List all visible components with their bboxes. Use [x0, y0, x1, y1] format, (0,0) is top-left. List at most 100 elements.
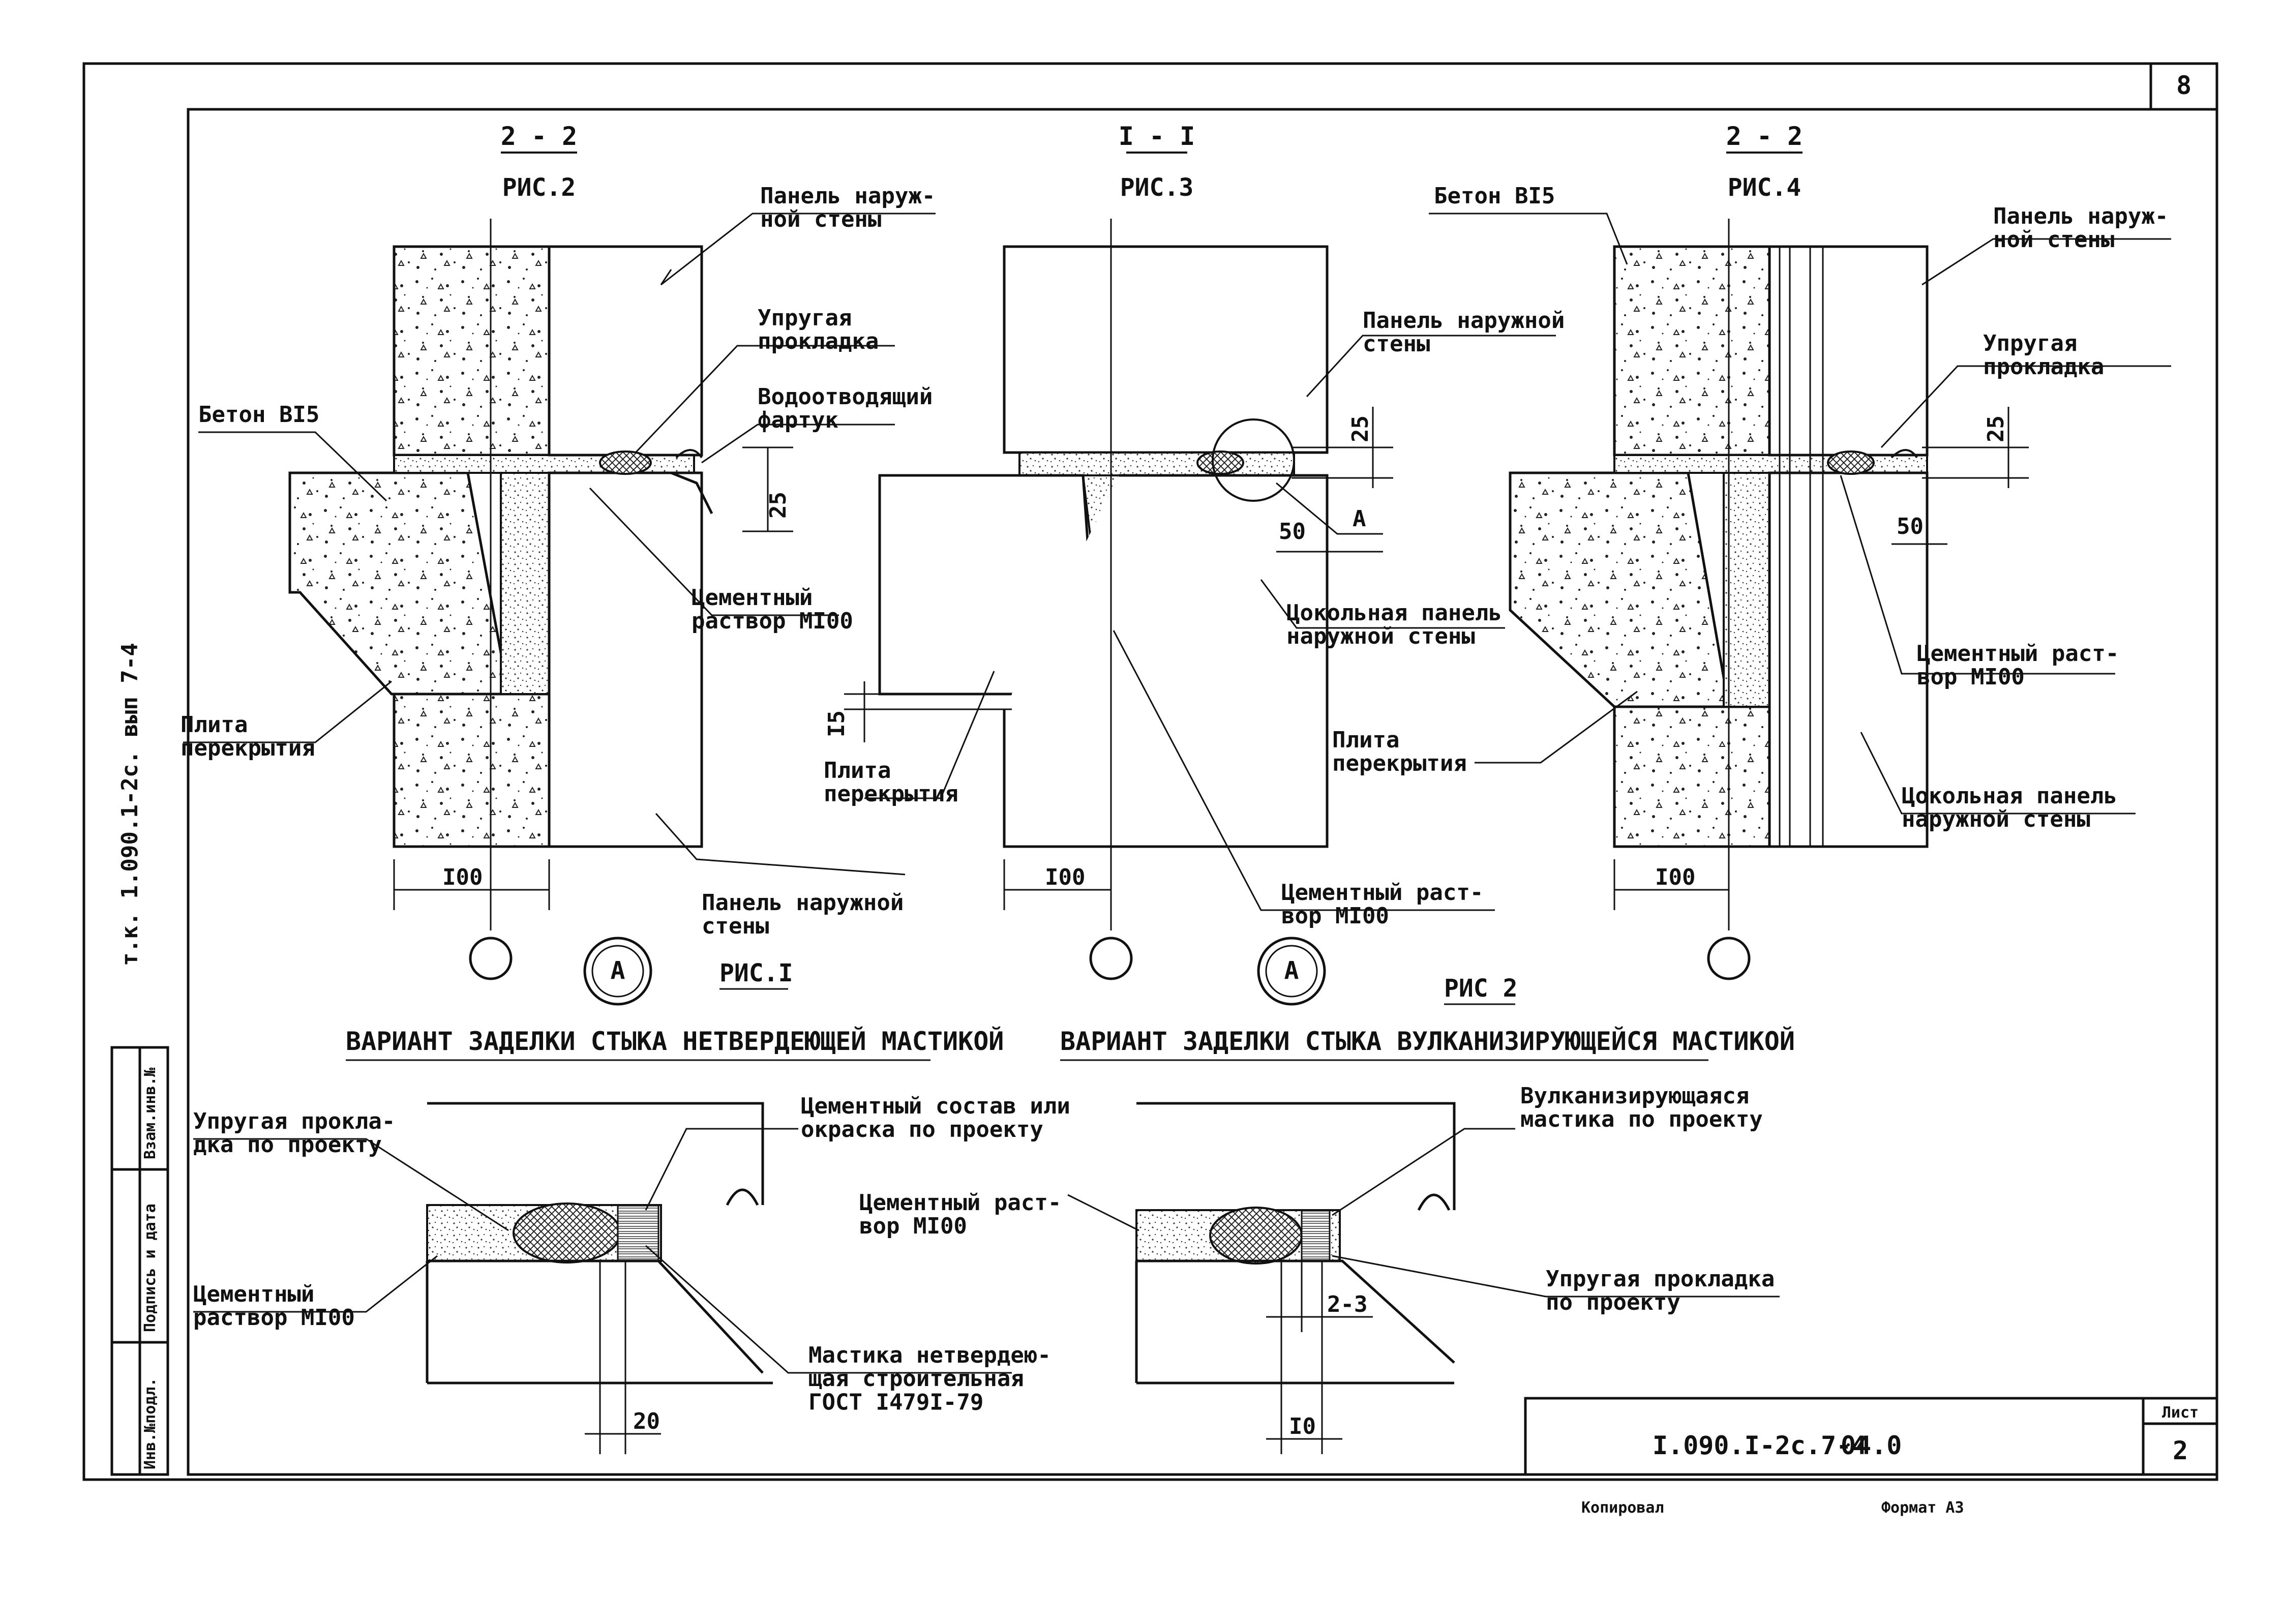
fig4-upper-panel — [1768, 245, 1929, 457]
detail-a2-dim-23: 2-3 — [1327, 1291, 1367, 1317]
fig4-caption: РИС.4 — [1728, 173, 1801, 202]
fig4-dim-25: 25 — [1983, 415, 2009, 442]
fig3-drawing: I - I РИС.3 I00 — [824, 122, 1565, 980]
fig2-caption: РИС.2 — [502, 173, 576, 202]
fig3-mark-a: А — [1353, 506, 1366, 532]
fig3-gasket — [1196, 450, 1244, 475]
fig4-panel-label: Панель наруж-ной стены — [1993, 203, 2168, 253]
fig2-upper-concrete — [393, 245, 551, 457]
detail-a1-gasket-label: Упругая прокла-дка по проекту — [193, 1108, 395, 1158]
detail-a2-marker — [1257, 937, 1326, 1006]
fig2-apron — [671, 471, 713, 515]
fig3-plinth-panel — [1003, 474, 1329, 848]
fig2-upper-panel — [548, 245, 703, 457]
detail-a1: А РИС.I ВАРИАНТ ЗАДЕЛКИ СТЫКА НЕТВЕРДЕЮЩ… — [193, 937, 1070, 1454]
fig2-drawing: 2 - 2 РИС.2 I00 25 — [181, 122, 936, 980]
fig3-detail-circle — [1212, 418, 1295, 502]
detail-a2-mortar-label: Цементный раст-вор МI00 — [859, 1190, 1061, 1239]
fig2-lower-concrete — [393, 693, 551, 848]
detail-a1-mastic — [617, 1204, 659, 1262]
detail-a2-gasket — [1209, 1207, 1303, 1265]
inner-frame — [187, 108, 2218, 1476]
fig3-dim-15: I5 — [824, 710, 850, 737]
sheet-number: 8 — [2176, 71, 2191, 100]
title-code: I.090.I-2c.7-4 — [1653, 1431, 1867, 1460]
fig4-axis-circle — [1707, 937, 1751, 980]
fig4-concrete-label: Бетон BI5 — [1434, 183, 1555, 209]
fig3-axis-circle — [1089, 937, 1133, 980]
fig2-axis-circle — [469, 937, 513, 980]
detail-a1-title: ВАРИАНТ ЗАДЕЛКИ СТЫКА НЕТВЕРДЕЮЩЕЙ МАСТИ… — [346, 1026, 1004, 1056]
detail-a2-title: ВАРИАНТ ЗАДЕЛКИ СТЫКА ВУЛКАНИЗИРУЮЩЕЙСЯ … — [1060, 1026, 1795, 1056]
fig3-mortar-label: Цементный раст-вор МI00 — [1281, 880, 1483, 929]
detail-a1-dim-20: 20 — [633, 1408, 660, 1434]
detail-a1-marker-letter: А — [611, 956, 625, 985]
fig4-mortar-column — [1723, 472, 1770, 708]
fig4-slab — [1509, 471, 1730, 708]
fig4-plinth-panel — [1768, 471, 1929, 848]
detail-a1-caption: РИС.I — [719, 959, 793, 987]
title-revision: 04.0 — [1841, 1431, 1902, 1460]
fig4-dim-50: 50 — [1897, 514, 1924, 539]
footer-format: Формат А3 — [1881, 1499, 1964, 1517]
fig4-mortar-label: Цементный раст-вор МI00 — [1917, 641, 2119, 690]
fig3-dim-25: 25 — [1347, 415, 1373, 442]
fig3-mortar-band — [1018, 452, 1295, 476]
title-sheet-label: Лист — [2162, 1404, 2199, 1422]
fig3-dim-100: I00 — [1045, 864, 1085, 890]
stamp-col-2: Подпись и дата — [141, 1204, 159, 1332]
title-sheet-value: 2 — [2173, 1436, 2188, 1465]
detail-a2-marker-letter: А — [1284, 956, 1299, 985]
fig2-concrete-label: Бетон BI5 — [198, 402, 319, 428]
fig3-caption: РИС.3 — [1120, 173, 1194, 202]
detail-a1-marker — [583, 937, 652, 1006]
fig4-upper-concrete — [1613, 245, 1771, 457]
detail-a2-mastic — [1301, 1209, 1331, 1262]
detail-a2-caption: РИС 2 — [1444, 974, 1518, 1003]
fig2-dim-25: 25 — [765, 492, 791, 519]
sheet-number-box — [2149, 62, 2218, 111]
fig4-drawing: 2 - 2 РИС.4 — [1332, 122, 2171, 980]
fig3-upper-panel — [1003, 245, 1329, 454]
side-note: т.к. 1.090.1-2с. вып 7-4 — [117, 643, 143, 966]
fig2-lower-panel — [548, 471, 703, 848]
fig2-dim-100: I00 — [442, 864, 483, 890]
fig4-section: 2 - 2 — [1726, 122, 1803, 151]
fig4-mortar-band — [1613, 454, 1928, 474]
fig2-panel-label: Панель наруж-ной стены — [760, 183, 935, 232]
fig2-section: 2 - 2 — [501, 122, 578, 151]
stamp-col-1: Инв.№подл. — [141, 1377, 159, 1469]
detail-a1-gasket — [513, 1202, 621, 1264]
fig2-gasket — [599, 450, 652, 475]
detail-a2: А РИС 2 ВАРИАНТ ЗАДЕЛКИ СТЫКА ВУЛКАНИЗИР… — [859, 937, 1795, 1454]
fig4-lower-concrete — [1613, 705, 1771, 848]
fig2-slab — [288, 471, 511, 696]
footer-copy: Копировал — [1581, 1499, 1664, 1517]
fig3-dim-50: 50 — [1279, 519, 1306, 545]
stamp-col-3: Взам.инв.№ — [141, 1067, 159, 1159]
fig4-dim-100: I00 — [1655, 864, 1695, 890]
title-block — [1524, 1397, 2218, 1476]
detail-a2-dim-10: I0 — [1289, 1414, 1316, 1439]
fig4-gasket — [1827, 450, 1875, 475]
fig3-section: I - I — [1119, 122, 1195, 151]
fig2-mortar-column — [500, 472, 550, 695]
